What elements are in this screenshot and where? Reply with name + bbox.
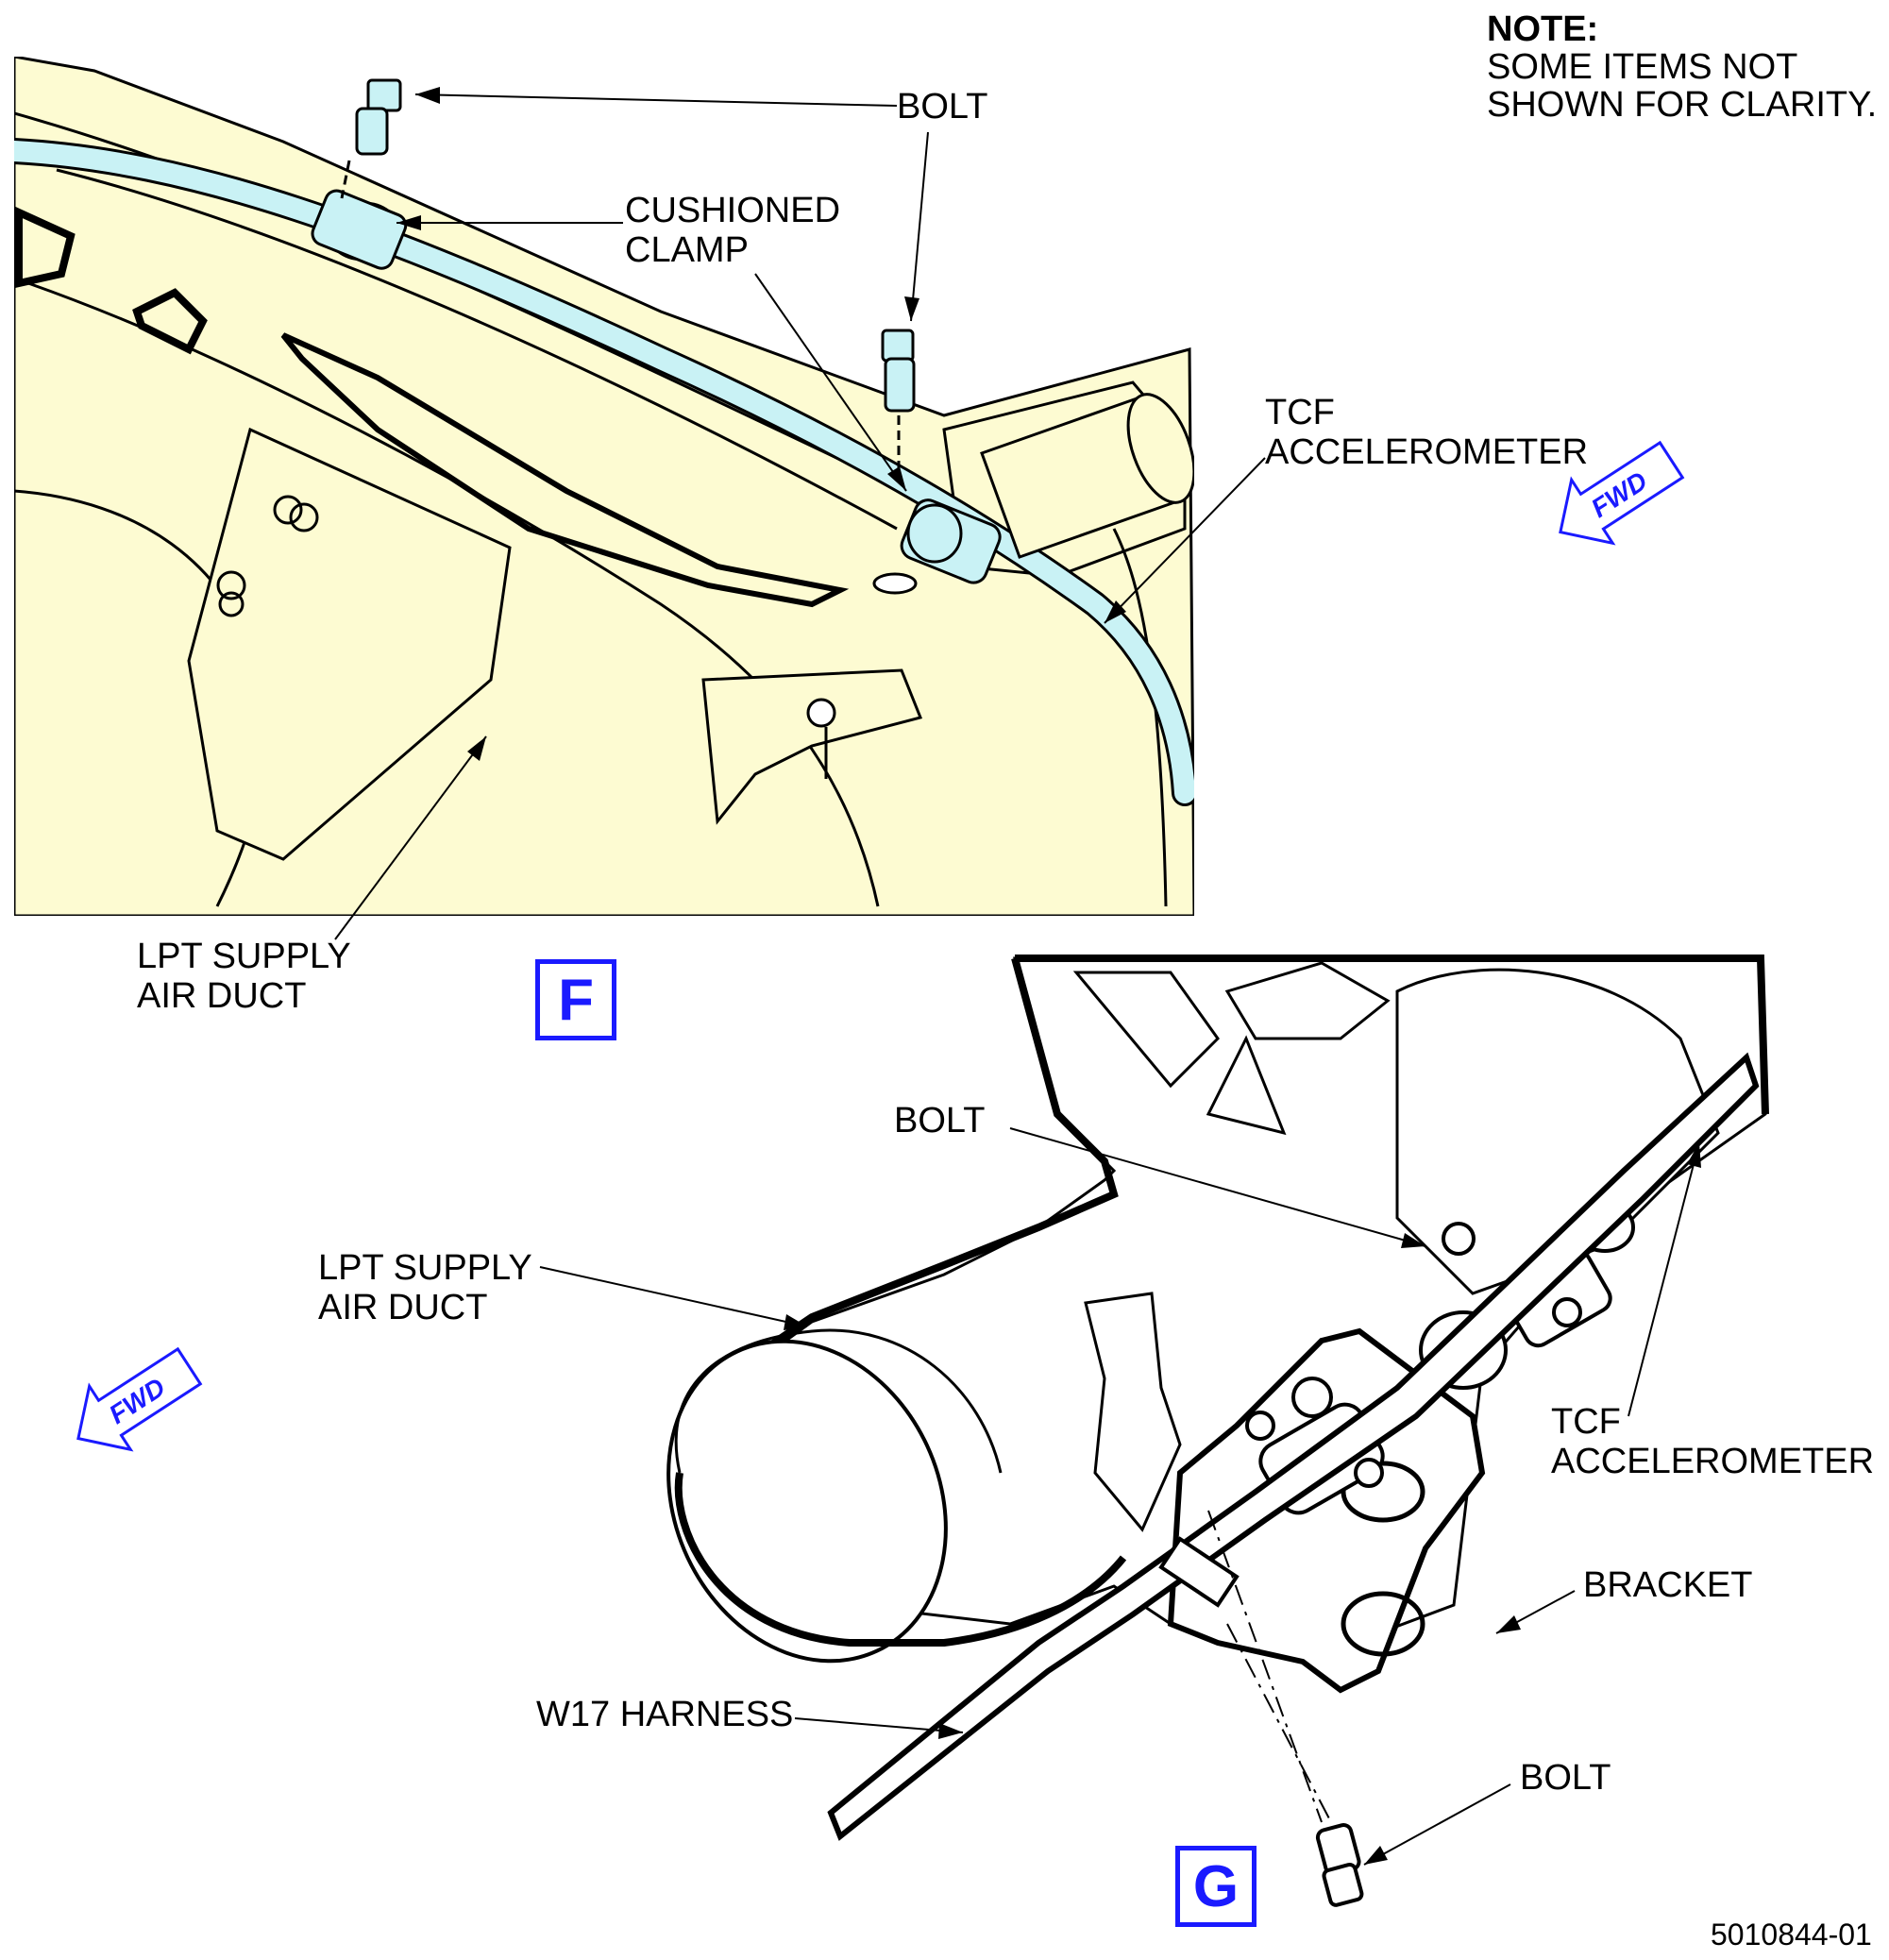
accelerometer-body-f: [980, 393, 1194, 559]
callout-bolt-g-bottom: BOLT: [1520, 1758, 1611, 1798]
callout-tcf-g-1: TCF: [1551, 1402, 1621, 1442]
callout-tcf-f-1: TCF: [1265, 393, 1335, 432]
note-line-1: SOME ITEMS NOT: [1487, 47, 1798, 87]
clamp-bracket-f: [701, 668, 923, 825]
cushioned-clamp-lower: [872, 498, 1002, 595]
callout-cushioned-clamp-2: CLAMP: [625, 230, 749, 270]
cushioned-clamp-upper: [311, 189, 408, 270]
view-f-drawing: [14, 57, 1266, 940]
callout-w17-harness: W17 HARNESS: [536, 1695, 794, 1734]
callout-lpt-f-2: AIR DUCT: [137, 976, 307, 1016]
figure-id: 5010844-01: [1711, 1918, 1872, 1952]
view-g-label: G: [1175, 1846, 1257, 1927]
callout-bolt-f: BOLT: [897, 87, 988, 127]
callout-tcf-f-2: ACCELEROMETER: [1265, 432, 1589, 472]
callout-lpt-f-1: LPT SUPPLY: [137, 937, 351, 976]
callout-lpt-g-1: LPT SUPPLY: [318, 1248, 532, 1288]
callout-bracket: BRACKET: [1583, 1565, 1753, 1605]
bolt-g-lower: [1315, 1822, 1364, 1907]
callout-tcf-g-2: ACCELEROMETER: [1551, 1442, 1875, 1481]
w17-harness-g: [827, 1052, 1760, 1841]
fwd-arrow-g: FWD: [76, 1346, 203, 1452]
callout-bolt-g-top: BOLT: [894, 1101, 986, 1141]
bolt-f-upper: [340, 78, 402, 199]
duct-end-f: [15, 206, 76, 288]
view-f-label: F: [535, 959, 616, 1040]
callout-lpt-g-2: AIR DUCT: [318, 1288, 488, 1327]
callout-cushioned-clamp-1: CUSHIONED: [625, 191, 841, 230]
view-g-drawing: [539, 955, 1769, 1907]
mounting-plate-f: [187, 427, 512, 861]
note-title: NOTE:: [1487, 9, 1599, 49]
bolt-f-lower: [881, 329, 916, 482]
note-line-2: SHOWN FOR CLARITY.: [1487, 85, 1878, 125]
harness-f: [280, 332, 850, 608]
